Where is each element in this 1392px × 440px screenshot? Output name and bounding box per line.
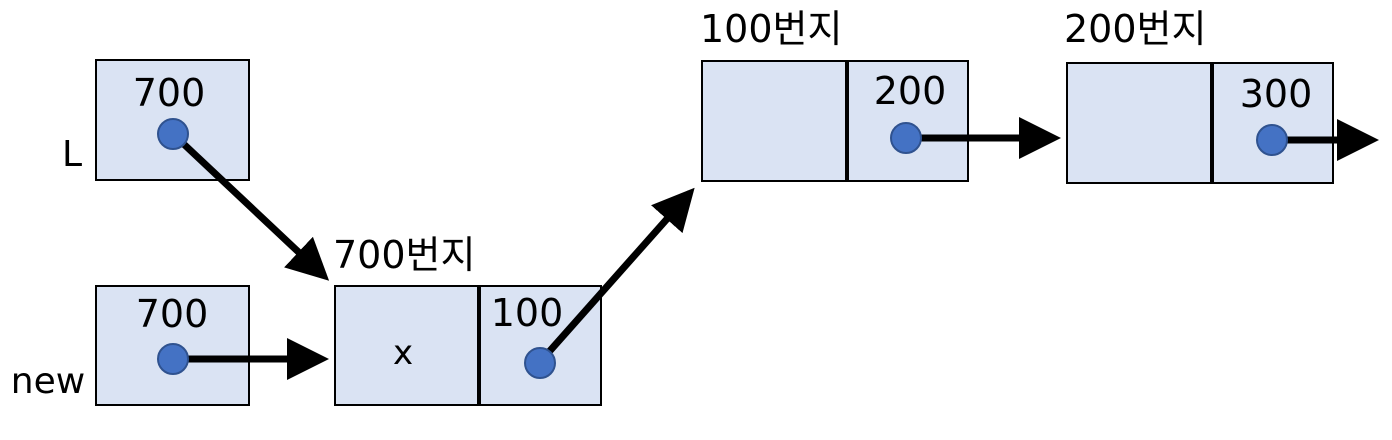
pointer-L-label: L: [62, 134, 82, 175]
node-700-link-cell: [478, 285, 602, 406]
node-100: 100번지 200: [700, 7, 969, 182]
node-700-link: 100: [491, 291, 564, 335]
node-700-data: x: [393, 333, 413, 373]
node-100-data-cell: [701, 60, 848, 182]
node-700-data-cell: [334, 285, 480, 406]
node-700-link-dot: [524, 347, 556, 379]
node-700: 700번지 x 100: [333, 233, 602, 406]
pointer-new-dot: [157, 343, 189, 375]
pointer-L-value: 700: [133, 71, 206, 115]
node-200-link-cell: [1211, 62, 1334, 184]
node-200-link: 300: [1240, 72, 1313, 116]
arrow-L-to-node-700: [170, 131, 330, 281]
pointer-new-label: new: [11, 361, 85, 402]
pointer-L: 700 L: [62, 59, 250, 181]
node-200-link-dot: [1256, 124, 1288, 156]
node-100-link: 200: [874, 69, 947, 113]
pointer-L-dot: [157, 118, 189, 150]
pointer-new-value: 700: [136, 292, 209, 336]
pointer-new: 700 new: [11, 285, 250, 406]
node-200: 200번지 300: [1064, 7, 1334, 184]
node-100-link-dot: [890, 122, 922, 154]
node-100-address: 100번지: [700, 7, 842, 51]
node-200-data-cell: [1066, 62, 1213, 184]
node-700-address: 700번지: [333, 233, 475, 277]
node-200-address: 200번지: [1064, 7, 1206, 51]
arrow-node-700-to-node-100: [537, 187, 695, 365]
